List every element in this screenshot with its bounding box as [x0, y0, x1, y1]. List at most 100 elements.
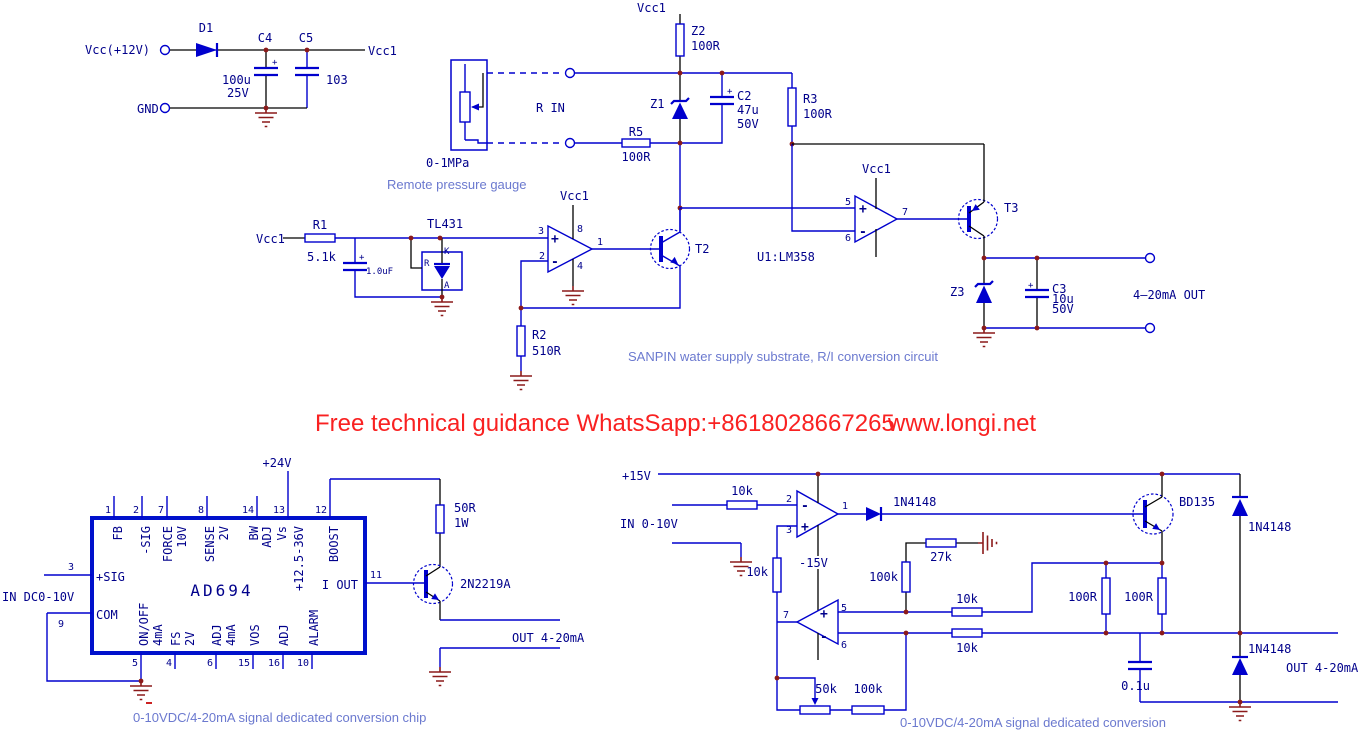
- out-terminal-bottom: [1144, 322, 1156, 334]
- r1-label: R1: [313, 218, 327, 232]
- pin5-net: [838, 562, 1162, 613]
- psig-label: +SIG: [96, 570, 125, 584]
- ad694-top-pin-labels: FB -SIG FORCE 10V SENSE 2V BW ADJ Vs +12…: [111, 525, 341, 591]
- label-bg: [797, 556, 833, 569]
- resistor-100r-b: [1157, 577, 1167, 615]
- pin-number: 10: [297, 658, 309, 669]
- svg-text:-SIG: -SIG: [139, 526, 153, 555]
- diode-1n4148-b: [1232, 499, 1248, 516]
- d1-label: D1: [199, 21, 213, 35]
- c4-label: C4: [258, 31, 272, 45]
- vcc1-label: Vcc1: [368, 44, 397, 58]
- plus-input: +: [859, 202, 867, 217]
- ground-symbol: [509, 370, 533, 391]
- ad694-caption: 0-10VDC/4-20mA signal dedicated conversi…: [133, 710, 426, 725]
- pin-number: 5: [841, 603, 847, 614]
- m15v-label: -15V: [799, 556, 828, 570]
- wiper-wire: [777, 677, 816, 700]
- plus-input: +: [801, 520, 809, 535]
- ground-symbol: [129, 680, 153, 701]
- t3-emitter-arrow: [972, 204, 980, 211]
- r100k-label: 100k: [854, 682, 884, 696]
- bd135-emitter-arrow: [1152, 523, 1160, 530]
- pin6-number: 6: [845, 233, 851, 244]
- resistor-z2: [675, 23, 685, 57]
- u1-label: U1:LM358: [757, 250, 815, 264]
- c2-label: C2: [737, 89, 751, 103]
- t3-emitter: [792, 143, 985, 214]
- pressure-gauge-section: 0-1MPa Remote pressure gauge R IN: [387, 59, 576, 192]
- in-label: IN 0-10V: [620, 517, 678, 531]
- t2-emitter-arrow: [670, 256, 678, 264]
- wire-minus-input: [791, 144, 855, 232]
- feedback-wire: [520, 260, 548, 308]
- wire: [776, 525, 797, 678]
- pin4-number: 4: [577, 261, 583, 272]
- c4-value: 100u: [222, 73, 251, 87]
- p24v-label: +24V: [263, 456, 292, 470]
- emitter-arrow: [431, 593, 439, 600]
- r10k-label: 10k: [731, 484, 753, 498]
- 2n2219a-label: 2N2219A: [460, 577, 511, 591]
- c3-plus: +: [1028, 281, 1034, 291]
- rin-terminal-top: [564, 67, 576, 79]
- wire: [1105, 563, 1163, 633]
- minus-input: -: [801, 499, 809, 514]
- banner: Free technical guidance WhatsSapp:+86180…: [315, 410, 1036, 437]
- p15v-label: +15V: [622, 469, 651, 483]
- diode-d1: [196, 43, 217, 57]
- t2-label: T2: [695, 242, 709, 256]
- z2-label: Z2: [691, 24, 705, 38]
- pin-number: 11: [370, 570, 382, 581]
- com-label: COM: [96, 608, 118, 622]
- svg-text:ADJ: ADJ: [277, 624, 291, 646]
- resistor-r1: [304, 233, 336, 243]
- pin-number: 2: [133, 505, 139, 516]
- pin1-number: 1: [597, 237, 603, 248]
- t3-label: T3: [1004, 201, 1018, 215]
- converter-section: +15V IN 0-10V 10k 2 - 3 + 1 -15V 1N4148 …: [620, 469, 1359, 730]
- resistor-r5: [621, 138, 651, 148]
- pin3-number: 3: [538, 226, 544, 237]
- c2-plus: +: [727, 87, 733, 97]
- svg-text:+12.5-36V: +12.5-36V: [292, 526, 306, 591]
- plus-input: +: [820, 607, 828, 622]
- zener-z1: [672, 102, 688, 119]
- rin-label: R IN: [536, 101, 565, 115]
- svg-text:SENSE: SENSE: [203, 526, 217, 562]
- wire: [439, 479, 441, 567]
- wire: [905, 542, 978, 612]
- bd135-collector: [1144, 474, 1163, 508]
- gnd-label: GND: [137, 102, 159, 116]
- svg-text:FB: FB: [111, 526, 125, 540]
- resistor-r3: [787, 87, 797, 127]
- r100k-label: 100k: [869, 570, 899, 584]
- resistor-r2: [516, 325, 526, 357]
- tl431-a: A: [444, 281, 450, 291]
- d1-label: 1N4148: [893, 495, 936, 509]
- gauge-potentiometer: [459, 91, 471, 123]
- banner-site: www.longi.net: [887, 410, 1036, 437]
- diode-1n4148-c: [1232, 658, 1248, 675]
- gauge-box: [450, 59, 488, 151]
- r10k-label: 10k: [746, 565, 768, 579]
- pin-number: 6: [841, 640, 847, 651]
- out-label: OUT 4-20mA: [1286, 661, 1359, 675]
- cap-01u: [1128, 660, 1152, 671]
- resistor-100r-a: [1101, 577, 1111, 615]
- pot-50k: [799, 705, 831, 715]
- wire: [574, 72, 793, 144]
- ground-symbol: [428, 666, 452, 687]
- output-rails: [984, 257, 1145, 329]
- gauge-wiper-wire: [472, 73, 484, 108]
- svg-text:4mA: 4mA: [224, 624, 238, 646]
- r5-value: 100R: [622, 150, 652, 164]
- svg-text:4mA: 4mA: [151, 624, 165, 646]
- pin-number: 15: [238, 658, 250, 669]
- ad694-bottom-pin-labels: ON/OFF 4mA FS 2V ADJ 4mA VOS ADJ ALARM: [137, 603, 321, 646]
- r50-label: 50R: [454, 501, 476, 515]
- gauge-caption: Remote pressure gauge: [387, 177, 526, 192]
- feedback-net: [776, 633, 907, 711]
- out-terminal-top: [1144, 252, 1156, 264]
